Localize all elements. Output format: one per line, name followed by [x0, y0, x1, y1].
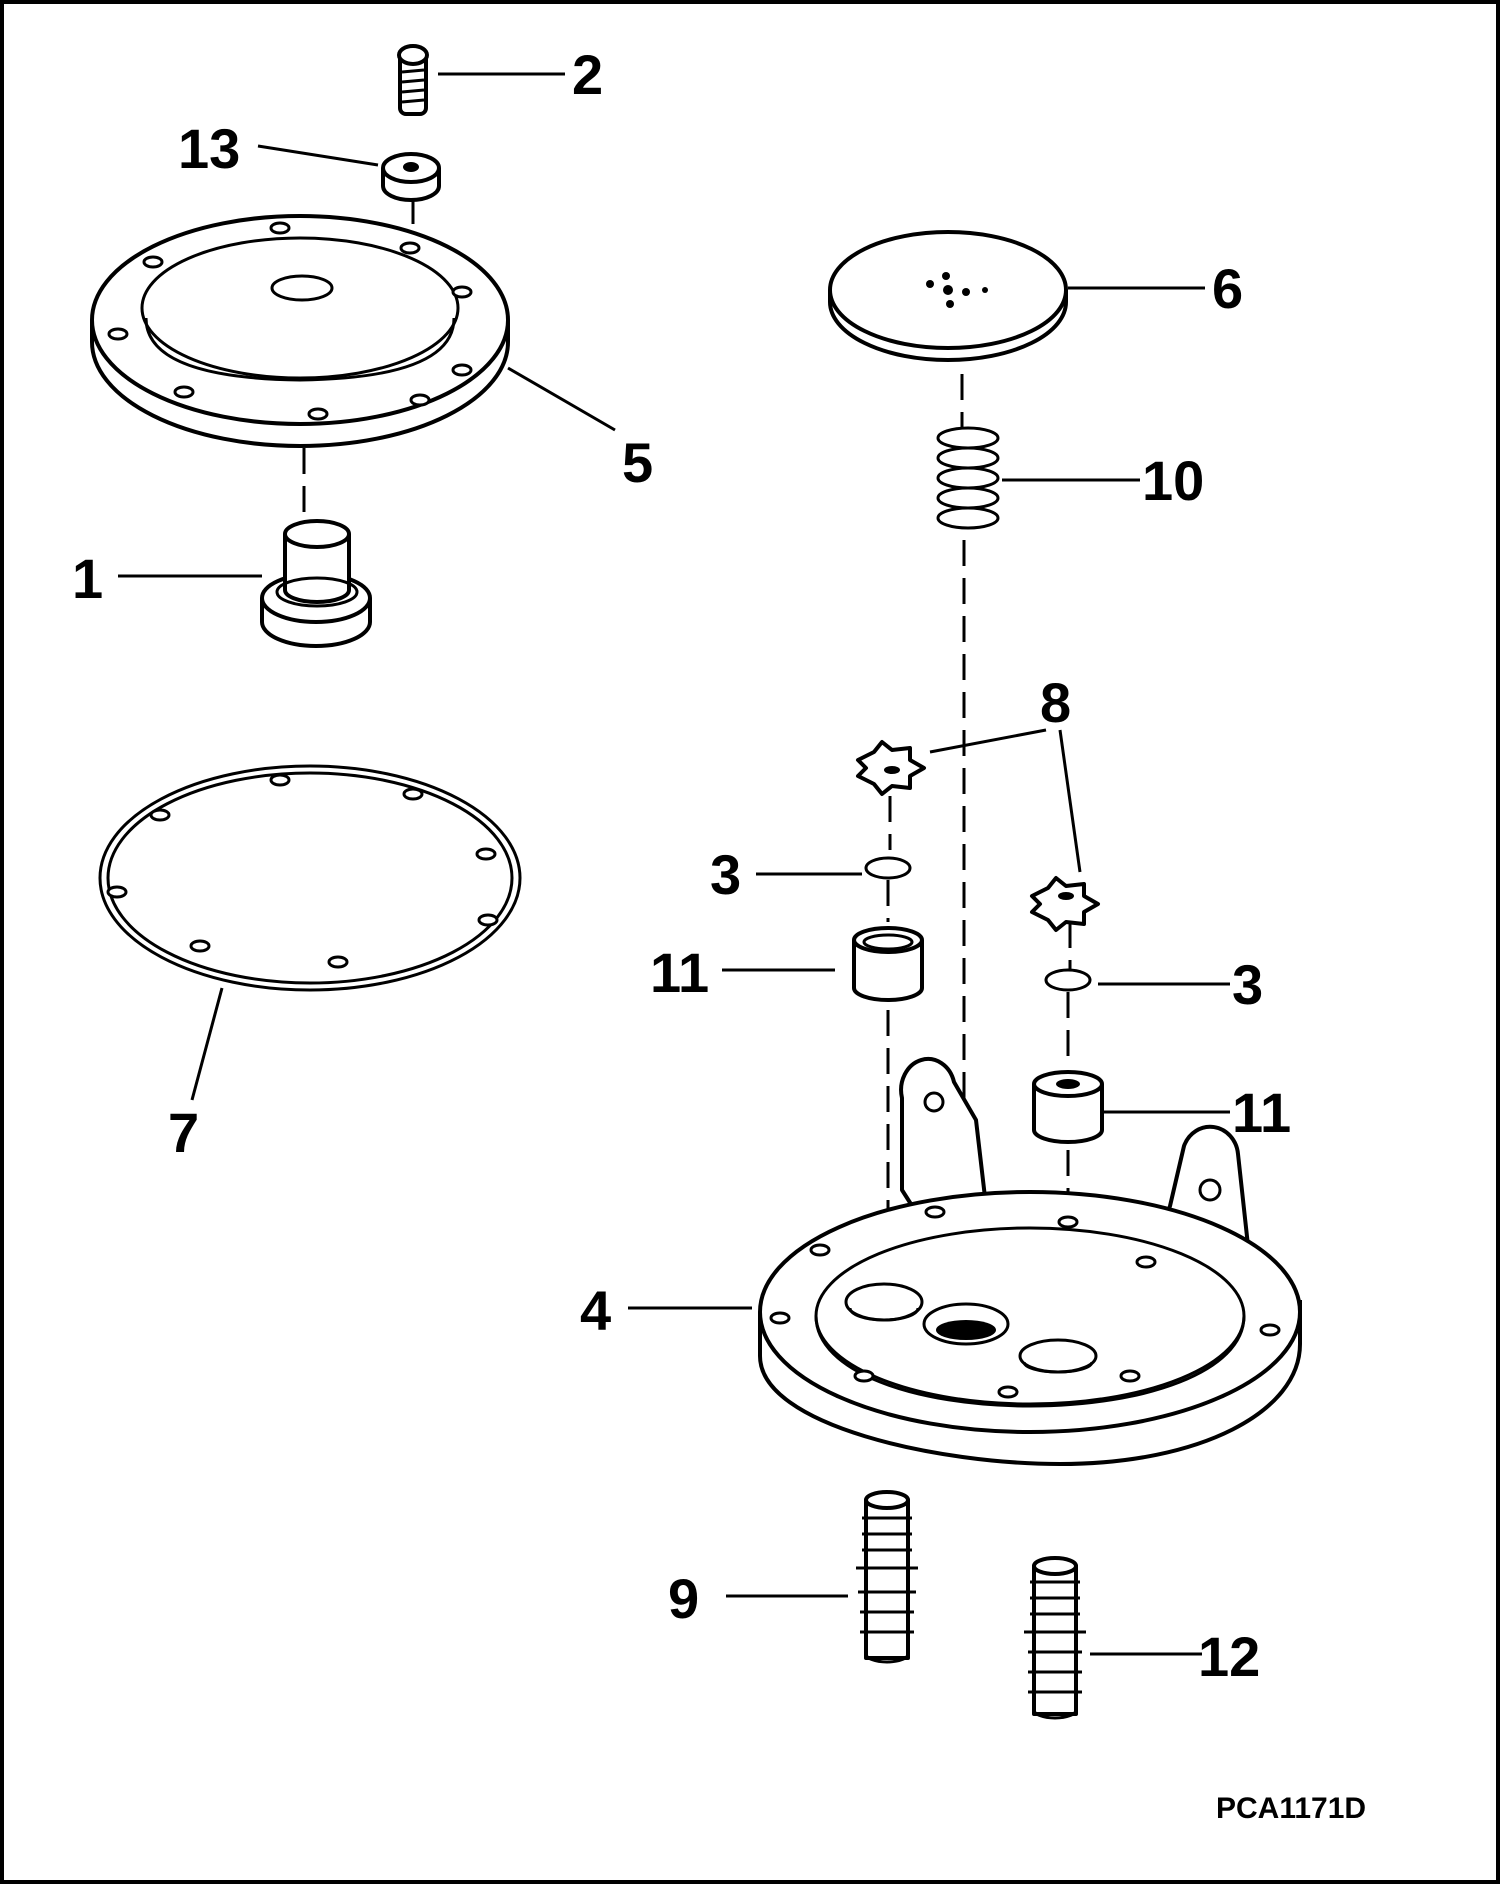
part-13-washer: [381, 152, 441, 202]
callout-5: 5: [622, 431, 653, 494]
part-4-pump-base: [758, 1056, 1302, 1466]
callout-10: 10: [1142, 449, 1204, 512]
callout-1: 1: [72, 547, 103, 610]
part-8-valve-left: [856, 740, 926, 796]
part-8-valve-right: [1030, 876, 1100, 932]
part-11-bushing-right: [1032, 1070, 1104, 1144]
part-5-cover: [90, 214, 510, 448]
part-10-spring: [936, 426, 1000, 530]
part-11-bushing-left: [852, 926, 924, 1002]
part-3-oring-right: [1044, 968, 1092, 992]
callout-2: 2: [572, 43, 603, 106]
callout-3-left: 3: [710, 843, 741, 906]
callout-11-left: 11: [650, 941, 709, 1004]
callout-8: 8: [1040, 671, 1071, 734]
callout-11-right: 11: [1232, 1081, 1291, 1144]
part-2-screw: [397, 44, 429, 116]
part-3-oring-left: [864, 856, 912, 880]
part-7-gasket: [98, 764, 522, 992]
callout-4: 4: [580, 1279, 611, 1342]
callout-12: 12: [1198, 1625, 1260, 1688]
callout-9: 9: [668, 1567, 699, 1630]
part-1-valve: [260, 519, 372, 648]
figure-code: PCA1171D: [1216, 1792, 1366, 1825]
callout-6: 6: [1212, 257, 1243, 320]
callout-7: 7: [168, 1101, 199, 1164]
part-12-hose-fitting: [1024, 1556, 1086, 1720]
part-6-diaphragm: [828, 230, 1068, 362]
callout-3-right: 3: [1232, 953, 1263, 1016]
callout-13: 13: [178, 117, 240, 180]
part-9-hose-fitting: [856, 1490, 918, 1664]
